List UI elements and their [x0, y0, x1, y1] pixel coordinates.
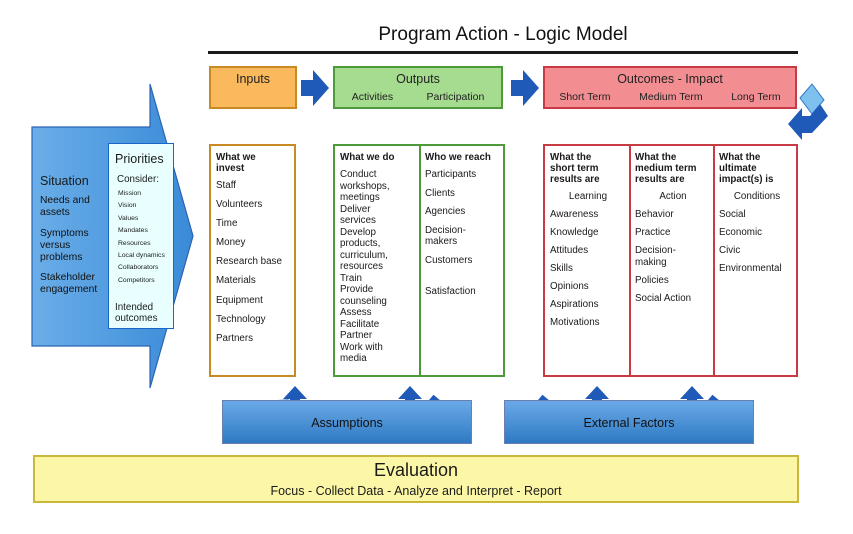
medium-term-item: Practice	[635, 227, 671, 238]
priority-item: Resources	[118, 239, 151, 247]
input-item: Materials	[216, 275, 256, 287]
assumptions-arrow-up-left	[283, 386, 307, 405]
priorities-intended-outcomes: Intended outcomes	[115, 302, 158, 324]
activity-item: Partner	[340, 330, 373, 341]
participation-item: Participants	[425, 169, 477, 180]
external-arrow-up-left	[585, 386, 609, 405]
short-term-item: Awareness	[550, 209, 599, 220]
short-term-item: Aspirations	[550, 299, 599, 310]
short-term-item: Skills	[550, 263, 573, 274]
outcomes-header-label: Outcomes - Impact	[617, 72, 723, 86]
medium-term-item: Social Action	[635, 292, 692, 304]
inputs-to-outputs-arrow	[301, 70, 329, 106]
activity-item: Deliver services	[340, 203, 376, 227]
long-term-item: Social	[719, 209, 746, 220]
long-term-item: Economic	[719, 227, 763, 238]
evaluation-bar: Evaluation Focus - Collect Data - Analyz…	[33, 455, 799, 503]
input-item: Equipment	[216, 294, 263, 306]
outcomes-divider-2	[713, 146, 715, 375]
medium-term-item: Decision- making	[635, 245, 676, 268]
short-term-item: Attitudes	[550, 245, 589, 256]
priority-item: Mandates	[118, 227, 148, 235]
situation-title: Situation	[40, 174, 89, 188]
activity-item: Develop products, curriculum, resources	[340, 226, 388, 273]
external-factors-box: External Factors	[504, 400, 754, 444]
outputs-sub-activities: Activities	[351, 91, 394, 103]
activities-heading: What we do	[340, 152, 395, 163]
evaluation-subtitle: Focus - Collect Data - Analyze and Inter…	[270, 484, 562, 498]
short-term-item: Opinions	[550, 281, 589, 292]
long-term-heading: What the ultimate impact(s) is	[719, 152, 774, 185]
activity-item: Facilitate	[340, 318, 380, 330]
outputs-box: What we do Conduct workshops, meetings D…	[333, 144, 505, 377]
participation-spacer	[425, 273, 491, 279]
priority-item: Vision	[118, 202, 137, 210]
inputs-header: Inputs	[209, 66, 297, 109]
input-item: Partners	[216, 332, 254, 344]
priority-item: Collaborators	[118, 264, 159, 272]
input-item: Money	[216, 237, 246, 249]
priority-item: Local dynamics	[118, 252, 165, 260]
participation-item: Satisfaction	[425, 286, 476, 297]
input-item: Time	[216, 218, 238, 230]
outcomes-sub-long: Long Term	[731, 91, 781, 103]
activity-item: Assess	[340, 307, 372, 318]
outcomes-sub-short: Short Term	[559, 91, 611, 103]
outcomes-sub-medium: Medium Term	[639, 91, 703, 103]
medium-term-item: Action	[659, 191, 687, 202]
priority-item: Values	[118, 214, 139, 222]
outputs-to-outcomes-arrow	[511, 70, 539, 106]
situation-item-needs: Needs and assets	[40, 195, 90, 218]
short-term-item: Learning	[568, 191, 608, 202]
participation-item: Agencies	[425, 206, 466, 217]
diagram-title: Program Action - Logic Model	[378, 24, 628, 45]
long-term-item: Environmental	[719, 263, 782, 274]
outcomes-divider-1	[629, 146, 631, 375]
outcomes-box: What the short term results are Learning…	[543, 144, 798, 377]
input-item: Volunteers	[216, 199, 263, 211]
medium-term-item: Policies	[635, 274, 669, 286]
assumptions-arrow-up-right	[398, 386, 422, 405]
outputs-divider	[419, 146, 421, 375]
participation-item: Clients	[425, 187, 455, 199]
outputs-header-label: Outputs	[396, 72, 440, 86]
outcomes-header: Outcomes - Impact Short Term Medium Term…	[543, 66, 797, 109]
activity-item: Train	[340, 272, 362, 284]
evaluation-title: Evaluation	[373, 460, 459, 480]
participation-item: Customers	[425, 254, 473, 266]
priorities-list: Mission Vision Values Mandates Resources…	[118, 188, 165, 287]
short-term-heading: What the short term results are	[550, 152, 600, 185]
short-term-item: Knowledge	[550, 227, 599, 238]
input-item: Technology	[216, 313, 266, 325]
short-term-item: Motivations	[550, 317, 600, 328]
participation-item: Decision- makers	[425, 224, 466, 248]
title-rule	[208, 51, 798, 54]
situation-item-symptoms: Symptoms versus problems	[40, 228, 89, 263]
medium-term-heading: What the medium term results are	[635, 152, 697, 185]
situation-item-stakeholder: Stakeholder engagement	[40, 272, 98, 295]
priorities-box: Priorities Consider: Mission Vision Valu…	[108, 143, 174, 329]
priority-item: Competitors	[118, 276, 155, 284]
priorities-title: Priorities	[115, 152, 164, 166]
assumptions-box: Assumptions	[222, 400, 472, 444]
input-item: Research base	[216, 256, 282, 268]
input-item: Staff	[216, 180, 236, 191]
activity-item: Work with media	[340, 341, 383, 365]
external-arrow-up-right	[680, 386, 704, 405]
medium-term-item: Behavior	[635, 209, 674, 220]
priorities-consider: Consider:	[117, 174, 159, 185]
outputs-sub-participation: Participation	[426, 91, 485, 103]
inputs-heading: What we invest	[216, 152, 256, 174]
inputs-box: What we invest Staff Volunteers Time Mon…	[209, 144, 296, 377]
activity-item: Provide counseling	[340, 284, 387, 307]
participation-heading: Who we reach	[425, 152, 491, 163]
inputs-header-label: Inputs	[235, 72, 271, 86]
loop-arrow-bottom	[788, 104, 828, 140]
long-term-item: Conditions	[733, 191, 781, 202]
long-term-item: Civic	[719, 245, 741, 256]
priority-item: Mission	[118, 190, 142, 197]
activity-item: Conduct workshops, meetings	[340, 169, 390, 203]
outputs-header: Outputs Activities Participation	[333, 66, 503, 109]
